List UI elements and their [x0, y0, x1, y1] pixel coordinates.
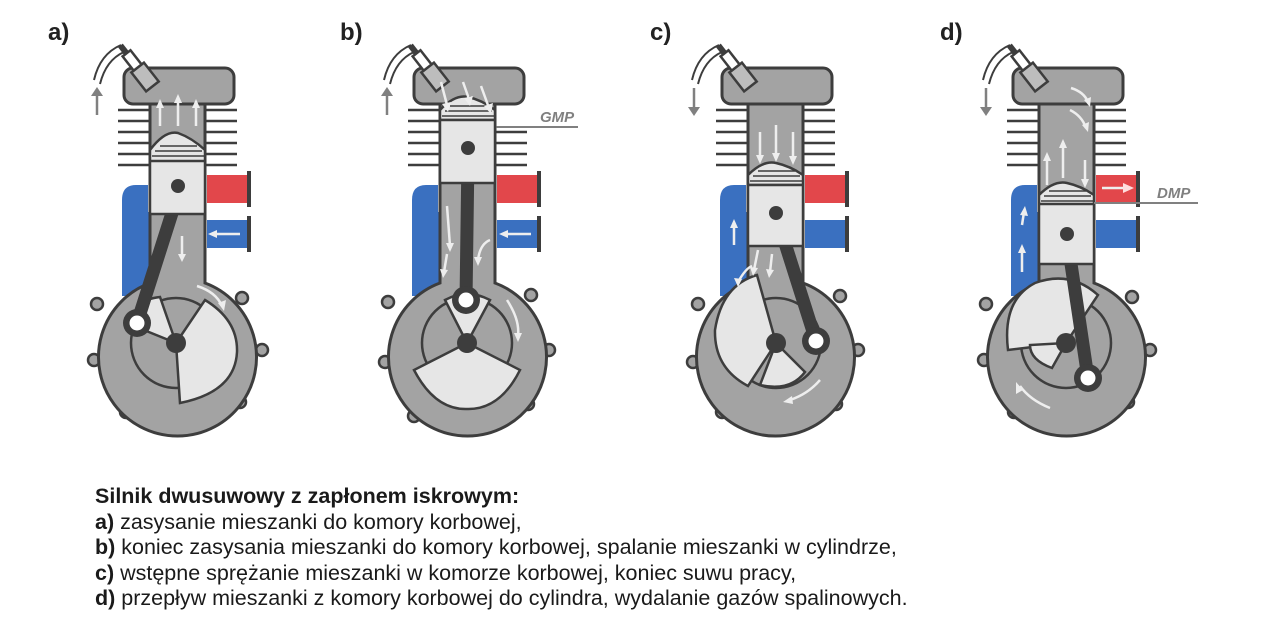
flow-arrows	[158, 100, 240, 307]
caption-item-label: c)	[95, 560, 115, 585]
caption-item-text: wstępne sprężanie mieszanki w komorze ko…	[114, 560, 797, 585]
caption-item-label: d)	[95, 586, 116, 610]
panel-label-d: d)	[940, 19, 963, 46]
caption-item-text: zasysanie mieszanki do komory korbowej,	[114, 509, 522, 534]
panel-label-b: b)	[340, 19, 363, 46]
engine-panel-b: b) GMP	[340, 19, 578, 438]
caption-item-a: a) zasysanie mieszanki do komory korbowe…	[95, 510, 1245, 536]
engine-panel-c: c)	[650, 19, 866, 438]
spark-plug	[118, 43, 161, 94]
dmp-marker: DMP	[1157, 185, 1191, 202]
caption: Silnik dwusuwowy z zapłonem iskrowym: a)…	[95, 484, 1245, 612]
caption-item-text: koniec zasysania mieszanki do komory kor…	[115, 535, 897, 559]
caption-item-label: a)	[95, 509, 115, 534]
engine-panel-a: a)	[48, 19, 270, 438]
panel-label-c: c)	[650, 19, 671, 46]
engine-panel-d: d)	[940, 19, 1198, 438]
gmp-marker: GMP	[540, 109, 575, 126]
caption-item-text: przepływ mieszanki z komory korbowej do …	[115, 586, 908, 610]
caption-item-d: d) przepływ mieszanki z komory korbowej …	[95, 586, 1245, 612]
caption-item-label: b)	[95, 535, 116, 559]
caption-item-c: c) wstępne sprężanie mieszanki w komorze…	[95, 561, 1245, 587]
panel-label-a: a)	[48, 19, 69, 46]
transfer-port	[122, 185, 150, 296]
caption-title: Silnik dwusuwowy z zapłonem iskrowym:	[95, 484, 520, 508]
crank-counterweight	[174, 298, 239, 405]
cooling-fins	[118, 108, 237, 167]
caption-item-b: b) koniec zasysania mieszanki do komory …	[95, 535, 1245, 561]
exhaust-port	[207, 175, 249, 203]
piston-crown	[148, 131, 207, 164]
